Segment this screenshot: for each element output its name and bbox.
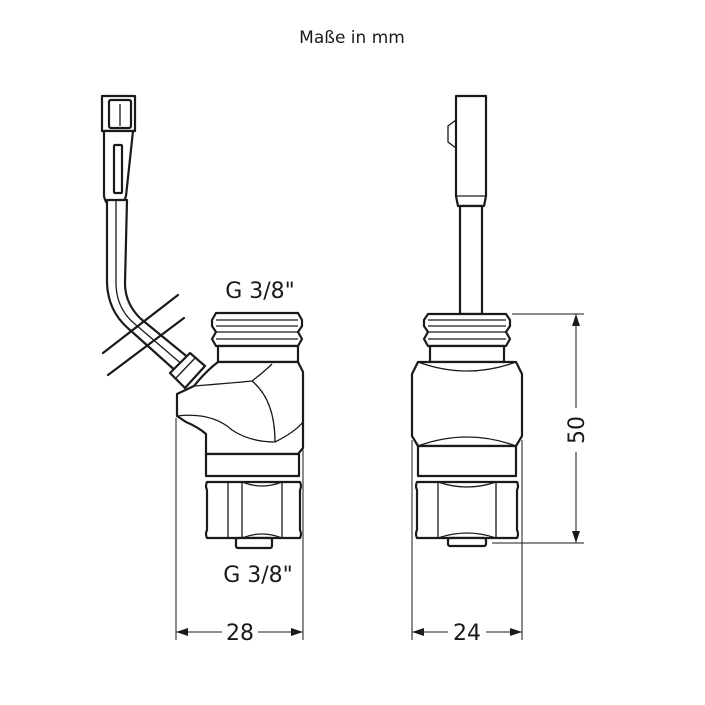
- thread-label-bottom: G 3/8": [223, 563, 293, 588]
- side-view: G 3/8" G 3/8" 28: [100, 94, 305, 646]
- side-neck: [216, 344, 300, 364]
- front-bottom-tip: [446, 536, 488, 548]
- dimension-label-50: 50: [565, 416, 590, 444]
- dimension-label-28: 28: [226, 621, 254, 646]
- front-hex-nut: [414, 480, 520, 540]
- dimension-width-front: 24: [411, 440, 523, 646]
- dimension-width-side: 28: [175, 418, 304, 646]
- cable-connector: [100, 94, 137, 208]
- dimension-height-front: 50: [492, 313, 590, 544]
- front-connector: [447, 94, 488, 316]
- front-view: 50 24: [410, 94, 590, 646]
- front-collar: [416, 444, 518, 478]
- side-collar: [204, 452, 301, 478]
- cable: [105, 198, 192, 375]
- break-line: [101, 293, 186, 377]
- dimension-label-24: 24: [453, 621, 481, 646]
- cable-gland: [168, 351, 207, 390]
- side-bottom-tip: [234, 536, 274, 550]
- front-top-thread: [422, 312, 512, 348]
- side-hex-nut: [204, 480, 303, 540]
- front-neck: [428, 344, 506, 364]
- front-main-body: [410, 360, 524, 448]
- thread-label-top: G 3/8": [225, 279, 295, 304]
- top-thread: [210, 311, 304, 348]
- side-main-body: [175, 360, 305, 456]
- units-note: Maße in mm: [299, 28, 405, 48]
